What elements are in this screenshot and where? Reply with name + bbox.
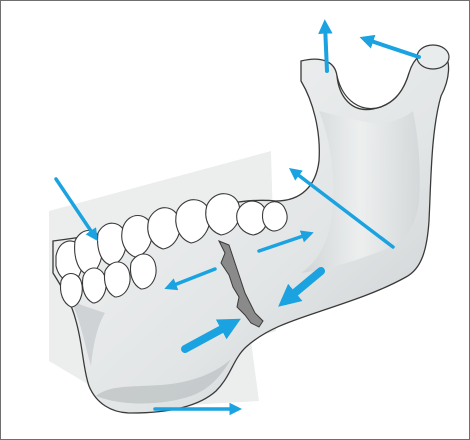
arrow-condyle-vertical [325,25,327,71]
arrow-condyle-anterior [365,39,419,57]
